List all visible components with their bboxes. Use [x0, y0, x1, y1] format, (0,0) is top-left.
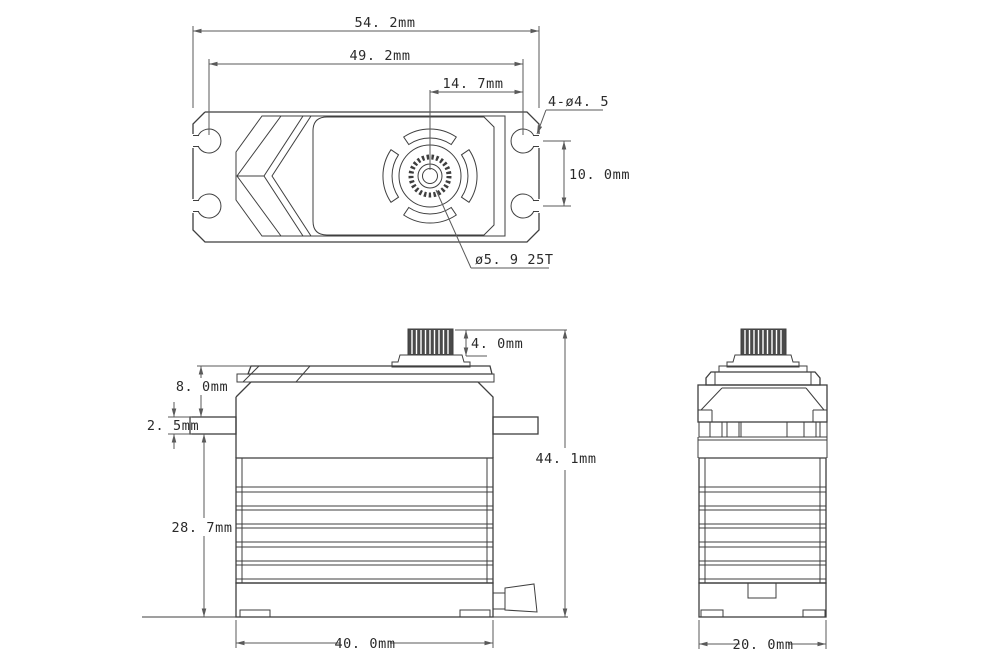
callout-output-spline: ø5. 9 25T — [435, 189, 554, 269]
fin-lines-side — [699, 486, 826, 580]
dim-label-body-width: 40. 0mm — [334, 636, 395, 652]
front-view: 4. 0mm 8. 0mm 2. 5mm 28. 7mm 44. 1mm — [142, 328, 596, 652]
spline-flange-side — [726, 354, 800, 368]
dim-spline-offset: 14. 7mm — [430, 76, 523, 95]
dim-mount-hole-span: 49. 2mm — [208, 48, 524, 135]
dim-label-spline-height: 4. 0mm — [471, 336, 523, 352]
chevron-detail — [236, 115, 312, 237]
dim-spline-height: 4. 0mm — [455, 329, 567, 357]
dim-label-tab-thickness: 2. 5mm — [147, 418, 199, 434]
dim-head-height: 8. 0mm — [176, 365, 251, 417]
wire-neck — [492, 592, 506, 610]
callout-label-mount-holes: 4-ø4. 5 — [548, 94, 609, 110]
cap-end-lines — [714, 372, 812, 385]
dim-label-spline-offset: 14. 7mm — [442, 76, 503, 92]
cap-band-side — [705, 371, 821, 386]
mounting-tab-right — [492, 416, 539, 435]
base-notch — [747, 583, 777, 599]
cooling-fins-front — [235, 457, 494, 584]
top-view-case-outline — [235, 115, 506, 237]
dim-label-overall-width: 54. 2mm — [354, 15, 415, 31]
mounting-holes — [193, 128, 539, 219]
dim-body-depth: 20. 0mm — [698, 620, 827, 653]
wire-connector — [504, 583, 538, 613]
mid-band-outline — [698, 421, 828, 438]
dim-body-width: 40. 0mm — [235, 620, 494, 652]
base-outline-side — [698, 582, 827, 618]
fin-block-outline — [235, 457, 494, 584]
base-feet — [239, 609, 491, 617]
chamfer-ticks — [242, 365, 311, 383]
dim-label-body-depth: 20. 0mm — [732, 637, 793, 653]
mounting-tab-left — [189, 416, 237, 435]
spline-knurl-lines-side — [744, 330, 782, 354]
top-view: 54. 2mm 49. 2mm 14. 7mm 4-ø4. 5 10. 0mm … — [192, 15, 630, 269]
gear-guard-arcs — [382, 128, 478, 224]
output-gear — [382, 90, 478, 224]
dim-overall-height: 44. 1mm — [535, 330, 596, 617]
base-side — [698, 582, 827, 618]
output-spline-side — [726, 328, 800, 368]
callout-label-output-spline: ø5. 9 25T — [475, 252, 554, 268]
dim-label-overall-height: 44. 1mm — [535, 451, 596, 467]
dim-label-head-height: 8. 0mm — [176, 379, 228, 395]
fin-lines — [236, 486, 493, 580]
spline-teeth-ring — [408, 154, 452, 198]
cooling-fins-side — [698, 457, 827, 584]
dim-mount-hole-pitch: 10. 0mm — [543, 140, 630, 207]
top-view-plate-outline — [192, 111, 540, 243]
dim-label-lower-height: 28. 7mm — [171, 520, 232, 536]
fin-block-outline-side — [698, 457, 827, 584]
side-view: 20. 0mm — [697, 328, 828, 653]
fin-inner-edges — [241, 458, 488, 583]
upper-body — [235, 381, 494, 458]
dim-label-mount-span: 49. 2mm — [349, 48, 410, 64]
mid-band-rects — [709, 422, 821, 437]
dim-overall-width: 54. 2mm — [192, 15, 540, 108]
output-spline-front — [391, 328, 471, 368]
dim-lower-body-height: 28. 7mm — [171, 434, 232, 617]
spline-bore-circle — [422, 168, 438, 184]
spline-knurl-lines — [411, 330, 449, 354]
mid-band-side — [697, 421, 828, 458]
top-plate-band — [236, 373, 495, 383]
base-front — [235, 582, 538, 618]
base-outline — [235, 582, 494, 618]
callout-mount-holes: 4-ø4. 5 — [536, 94, 609, 135]
dim-tab-thickness: 2. 5mm — [147, 402, 199, 449]
spline-flange — [391, 354, 471, 368]
fin-inner-edges-side — [704, 458, 821, 583]
upper-body-detail — [698, 387, 827, 422]
base-feet-side — [700, 609, 826, 617]
case-joint-lines — [697, 437, 828, 458]
dim-label-hole-pitch: 10. 0mm — [569, 167, 630, 183]
gear-pod-outline — [312, 116, 495, 236]
